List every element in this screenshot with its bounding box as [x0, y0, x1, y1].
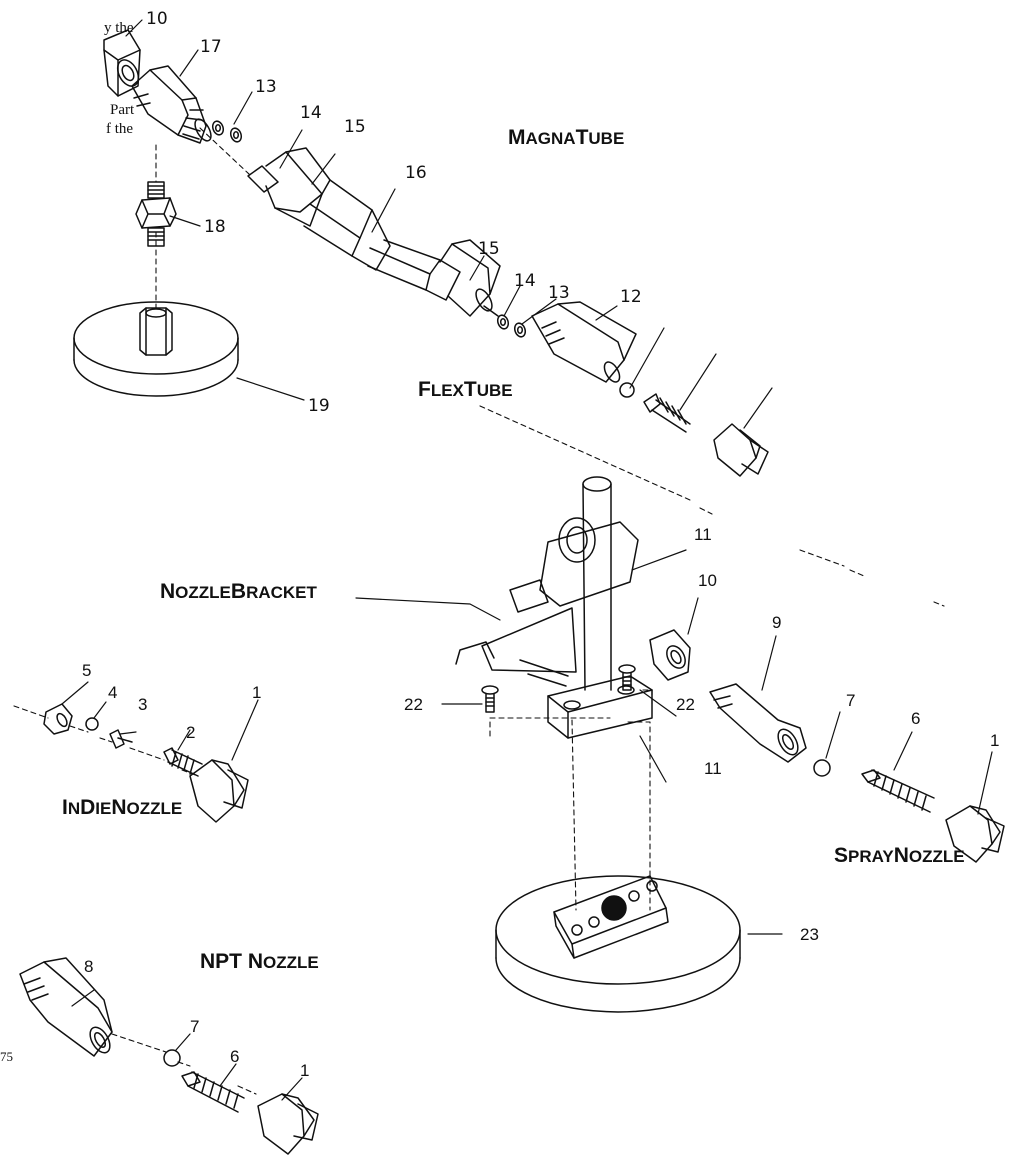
nozzle-bracket-axis — [479, 405, 945, 911]
tube-assembly-14-15-16 — [247, 147, 501, 317]
fitting-17 — [131, 65, 212, 144]
magnatube-axis-lines — [155, 127, 251, 309]
adapter-18 — [135, 181, 177, 247]
callout-19: 19 — [308, 396, 330, 416]
page-number-fragment: 75 — [0, 1049, 13, 1064]
margin-text-line2: Part — [110, 102, 135, 118]
callout-7-npt: 7 — [190, 1017, 199, 1036]
title-spray-nozzle: SPRAYNOZZLE — [834, 844, 965, 867]
callout-1-npt: 1 — [300, 1061, 309, 1080]
indie-nozzle-axis — [13, 705, 199, 777]
title-indie-nozzle: INDIENOZZLE — [62, 796, 182, 819]
callout-1-indie: 1 — [252, 683, 261, 702]
bracket-post — [582, 476, 612, 691]
callout-7-spray: 7 — [846, 691, 855, 710]
callout-13-mid: 13 — [548, 283, 570, 303]
callout-17: 17 — [200, 37, 222, 57]
callout-5: 5 — [82, 661, 91, 680]
callout-10-top: 10 — [146, 9, 168, 29]
flextube-ball-spring-tip — [619, 382, 769, 477]
title-npt-nozzle: NPT NOZZLE — [200, 950, 319, 973]
bracket-block-11 — [547, 675, 653, 739]
fitting-9 — [709, 683, 807, 763]
nut-10-top — [103, 29, 141, 97]
callout-14-top: 14 — [300, 103, 322, 123]
magnet-base-19 — [73, 301, 239, 397]
fitting-12 — [531, 301, 637, 383]
title-flextube: FLEXTUBE — [418, 378, 513, 401]
washers-14-13-mid — [496, 314, 527, 338]
npt-nozzle-axis — [111, 1033, 257, 1095]
callout-16: 16 — [405, 163, 427, 183]
callout-4: 4 — [108, 683, 117, 702]
magnatube-leaders — [125, 19, 773, 429]
callout-14-mid: 14 — [514, 271, 536, 291]
callout-12: 12 — [620, 287, 642, 307]
assembly-titles: MAGNATUBE FLEXTUBE NOZZLEBRACKET INDIENO… — [62, 126, 965, 973]
callout-8: 8 — [84, 957, 93, 976]
callout-11-bottom: 11 — [704, 759, 722, 778]
callout-9: 9 — [772, 613, 781, 632]
callout-23: 23 — [800, 925, 819, 944]
indie-nozzle-leaders — [61, 681, 259, 761]
callout-6-npt: 6 — [230, 1047, 239, 1066]
callout-6-spray: 6 — [911, 709, 920, 728]
nut-10-mid — [649, 629, 691, 681]
npt-nozzle-leaders — [71, 989, 303, 1101]
callout-labels: 10 17 13 14 15 16 18 15 14 13 12 19 11 1… — [82, 9, 999, 1080]
callout-18: 18 — [204, 217, 226, 237]
indie-nozzle-parts — [43, 703, 249, 823]
callout-22-right: 22 — [676, 695, 695, 714]
margin-text-line3: f the — [106, 121, 134, 137]
bracket-leaders — [355, 549, 993, 935]
margin-text-line1: y the — [104, 20, 134, 36]
callout-15-top: 15 — [344, 117, 366, 137]
callout-10-mid: 10 — [698, 571, 717, 590]
callout-13-top: 13 — [255, 77, 277, 97]
callout-1-spray: 1 — [990, 731, 999, 750]
callout-15-mid: 15 — [478, 239, 500, 259]
magnet-base-23 — [495, 875, 741, 1013]
screws-22 — [481, 664, 636, 713]
callout-3: 3 — [138, 695, 147, 714]
title-nozzle-bracket: NOZZLEBRACKET — [160, 580, 318, 603]
npt-nozzle-parts — [19, 957, 319, 1155]
callout-2: 2 — [186, 723, 195, 742]
washers-13-top — [211, 120, 243, 143]
title-magnatube: MAGNATUBE — [508, 126, 624, 149]
callout-22-left: 22 — [404, 695, 423, 714]
callout-11-top: 11 — [694, 525, 712, 544]
bracket-cross-arm — [455, 517, 639, 687]
spray-ball-spring-tip — [813, 759, 1005, 863]
